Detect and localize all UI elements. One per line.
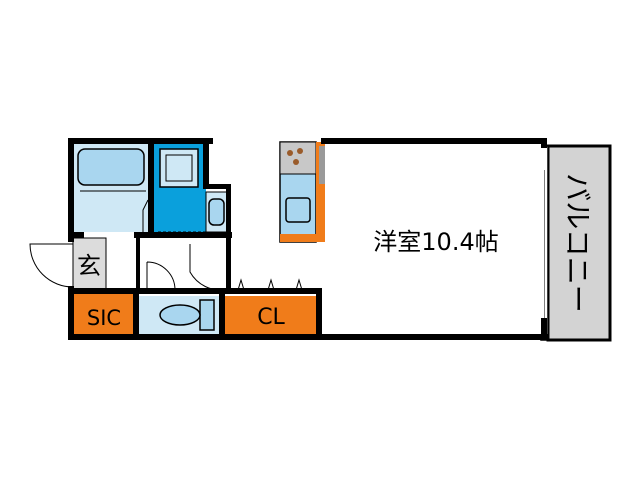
sic-closet: SIC [73, 294, 133, 334]
door-swing-icon [29, 243, 74, 288]
toilet-room [139, 296, 219, 334]
closet: CL [225, 278, 317, 334]
sic-label: SIC [87, 306, 121, 330]
bathroom [73, 142, 153, 232]
sink-icon [285, 197, 311, 223]
bathtub-icon [77, 148, 145, 186]
washbasin-icon [208, 198, 225, 226]
toilet-icon [159, 304, 201, 326]
walls [68, 138, 548, 340]
stove-icon [287, 148, 303, 165]
closet-label: CL [257, 305, 285, 330]
entrance: 玄 [29, 237, 230, 291]
kitchen [279, 141, 325, 243]
balcony: バルコニー [540, 144, 612, 342]
wash-room [153, 142, 229, 233]
balcony-label: バルコニー [561, 173, 594, 312]
western-room-label: 洋室10.4帖 [373, 228, 498, 256]
entrance-label: 玄 [77, 252, 101, 280]
